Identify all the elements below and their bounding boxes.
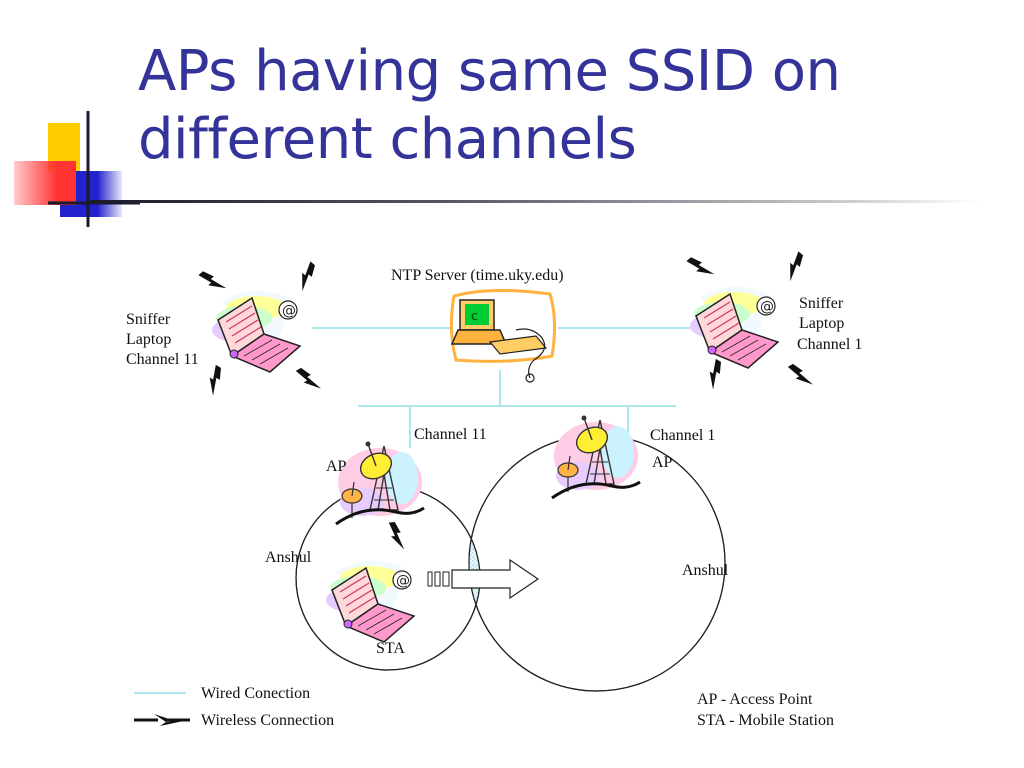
slide-title-line-1: APs having same SSID on (138, 39, 841, 104)
sta-laptop-icon (325, 559, 415, 643)
left-sniffer-label-line1: Sniffer (126, 311, 171, 328)
right-access-point-icon (550, 414, 642, 500)
left-sniffer-laptop-icon (211, 289, 301, 373)
right-sniffer-label-line3: Channel 1 (797, 336, 863, 353)
right-ap-label: AP (652, 454, 673, 471)
left-ap-label: AP (326, 458, 347, 475)
legend-ap-definition: AP - Access Point (697, 691, 813, 708)
left-user-label: Anshul (265, 549, 312, 566)
roaming-arrow-icon (427, 558, 540, 600)
left-access-point-icon (334, 440, 426, 526)
right-ap-channel-label: Channel 1 (650, 427, 716, 444)
ntp-server-icon: c (449, 288, 557, 383)
title-underline (90, 200, 980, 203)
right-sniffer-laptop-icon (689, 285, 779, 369)
wireless-bolt-ap-sta (388, 521, 405, 551)
legend-wireless-swatch (134, 714, 190, 726)
left-ap-channel-label: Channel 11 (414, 426, 487, 443)
svg-text:c: c (471, 309, 478, 323)
legend-sta-definition: STA - Mobile Station (697, 712, 834, 729)
sta-label: STA (376, 640, 405, 657)
ntp-server-label: NTP Server (time.uky.edu) (391, 267, 564, 284)
legend-wireless-label: Wireless Connection (201, 712, 335, 729)
slide-title-line-2: different channels (138, 107, 637, 172)
wired-connections (312, 327, 690, 448)
right-user-label: Anshul (682, 562, 729, 579)
left-sniffer-label-line2: Laptop (126, 331, 172, 348)
right-sniffer-label-line2: Laptop (799, 315, 845, 332)
left-sniffer-label-line3: Channel 11 (126, 351, 199, 368)
legend-wired-label: Wired Conection (201, 685, 311, 702)
right-sniffer-label-line1: Sniffer (799, 295, 844, 312)
slide-title: APs having same SSID on different channe… (138, 38, 998, 174)
decorative-corner (0, 105, 140, 235)
deco-red-square (14, 161, 76, 205)
